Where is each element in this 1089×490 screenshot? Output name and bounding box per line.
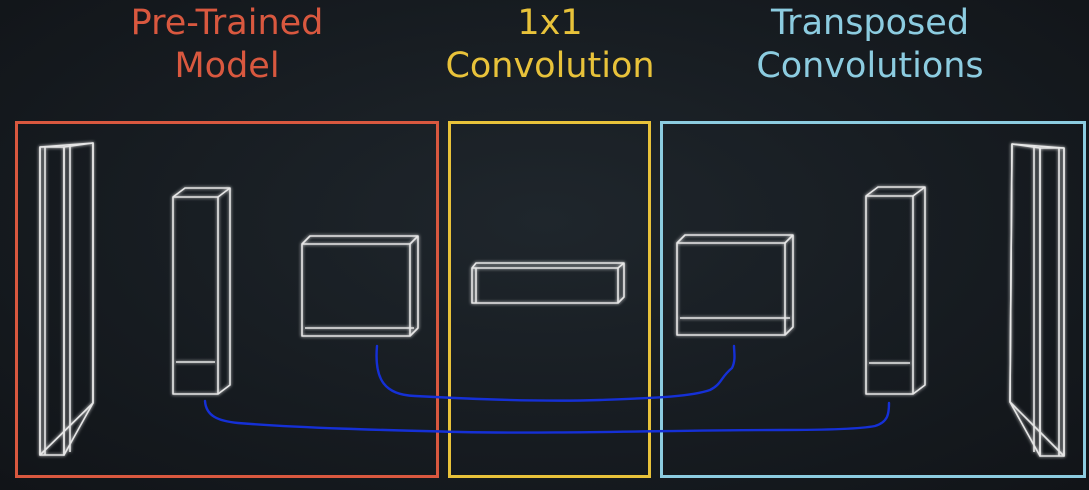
pretrained-model-title: Pre-Trained Model [92, 2, 362, 88]
pretrained-title-line1: Pre-Trained [130, 3, 324, 43]
skip-connection-inner [375, 344, 736, 402]
encoder-layer-1-block [172, 187, 231, 395]
one-by-one-conv-block [471, 262, 625, 304]
conv-title-line1: 1x1 [517, 3, 583, 43]
pretrained-title-line2: Model [174, 46, 280, 86]
output-image-block [1009, 143, 1065, 457]
one-by-one-convolution-title: 1x1 Convolution [420, 2, 680, 88]
decoder-layer-1-block [676, 234, 794, 336]
conv-title-line2: Convolution [445, 46, 655, 86]
skip-connection-outer [203, 399, 891, 434]
one-by-one-convolution-frame [448, 121, 651, 478]
pretrained-model-frame [15, 121, 439, 478]
decoder-layer-2-block [865, 186, 926, 395]
transposed-title-line1: Transposed [770, 3, 970, 43]
transposed-title-line2: Convolutions [756, 46, 984, 86]
transposed-convolutions-frame [660, 121, 1086, 478]
input-image-block [39, 142, 94, 456]
encoder-layer-2-block [301, 235, 419, 337]
transposed-convolutions-title: Transposed Convolutions [730, 2, 1010, 88]
